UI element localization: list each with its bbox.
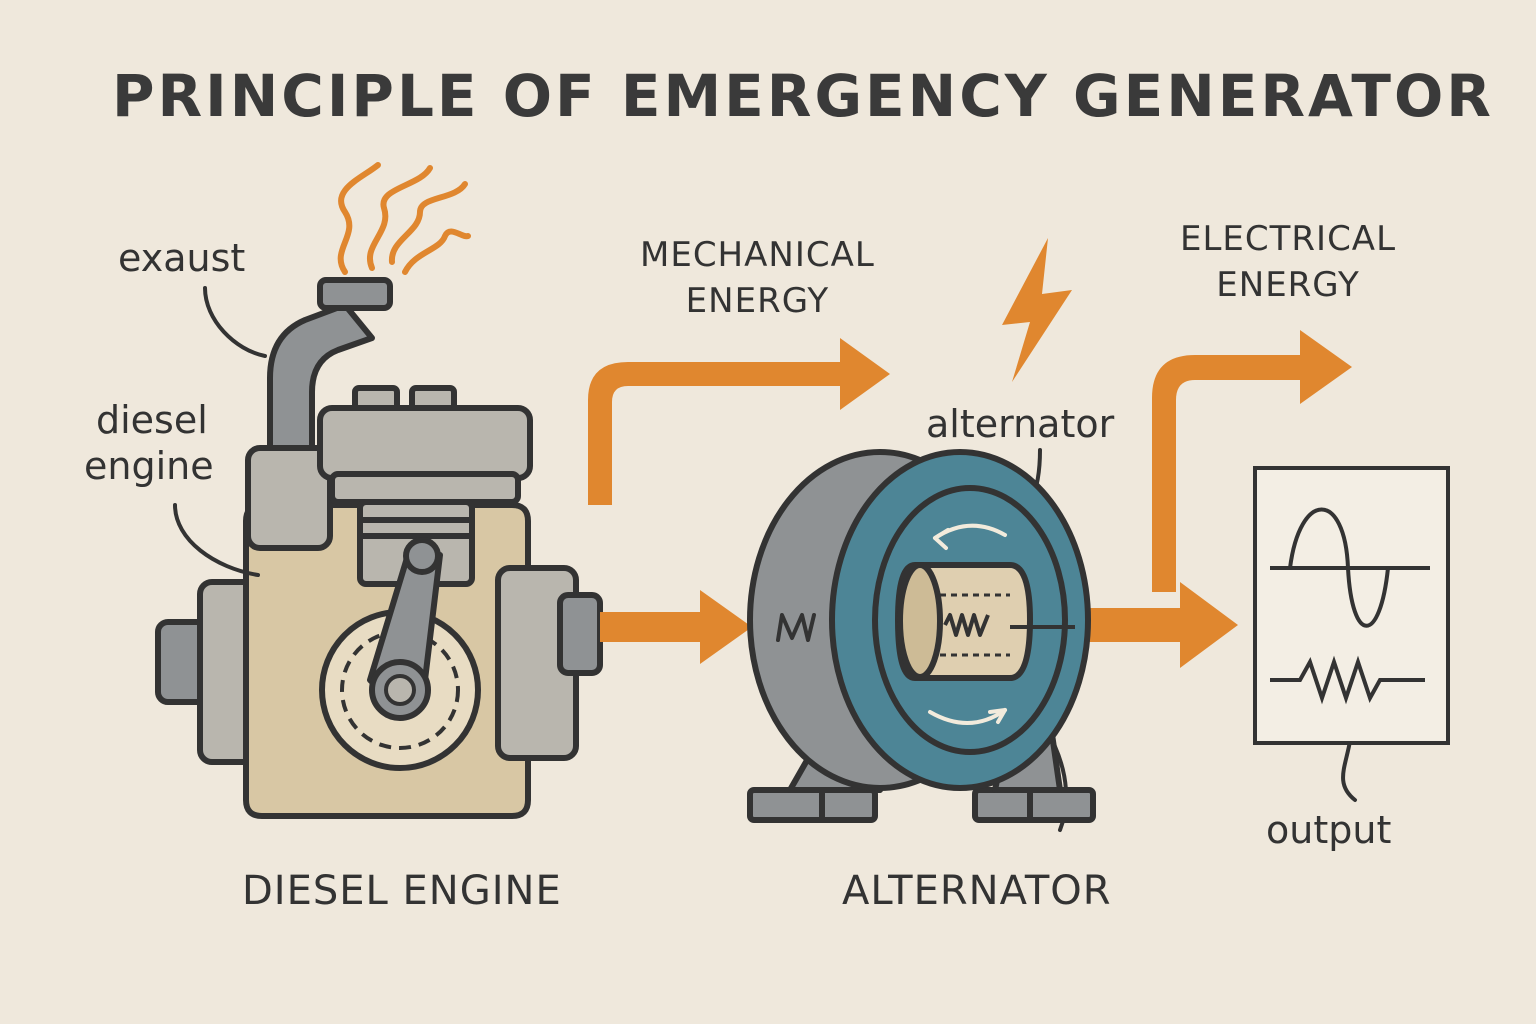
rotation-arrows-icon	[928, 523, 1007, 725]
label-mechanical-line2: ENERGY	[685, 281, 830, 321]
label-exhaust: exaust	[118, 236, 246, 280]
label-engine-line2: engine	[84, 444, 214, 488]
energy-arrows	[588, 238, 1352, 668]
label-mechanical-line1: MECHANICAL	[640, 235, 875, 275]
sine-wave-icon	[1288, 507, 1390, 628]
label-electrical-line2: ENERGY	[1216, 265, 1360, 305]
label-electrical-energy: ELECTRICAL ENERGY	[1180, 216, 1396, 308]
alternator-illustration	[747, 449, 1096, 823]
housing-mark	[776, 613, 816, 642]
exhaust-smoke-icon	[337, 162, 471, 275]
electrical-energy-arrow	[1152, 330, 1352, 592]
caption-diesel-engine: DIESEL ENGINE	[242, 868, 562, 914]
exhaust-pipe	[267, 302, 375, 458]
label-diesel-line1: diesel	[96, 398, 208, 442]
label-mechanical-energy: MECHANICAL ENERGY	[640, 232, 875, 324]
output-panel	[1253, 466, 1450, 745]
exhaust-cap	[317, 277, 393, 311]
output-arrow	[1080, 582, 1238, 668]
shaft-arrow	[600, 590, 752, 664]
resistor-icon	[1270, 655, 1425, 705]
label-electrical-line1: ELECTRICAL	[1180, 219, 1397, 259]
diesel-engine-illustration	[155, 277, 603, 819]
mechanical-energy-arrow	[588, 338, 890, 505]
lightning-bolt-icon	[1002, 238, 1072, 382]
label-output: output	[1266, 808, 1392, 852]
caption-alternator: ALTERNATOR	[842, 868, 1112, 914]
page-title: PRINCIPLE OF EMERGENCY GENERATOR	[112, 62, 1494, 130]
label-alternator: alternator	[926, 402, 1115, 446]
